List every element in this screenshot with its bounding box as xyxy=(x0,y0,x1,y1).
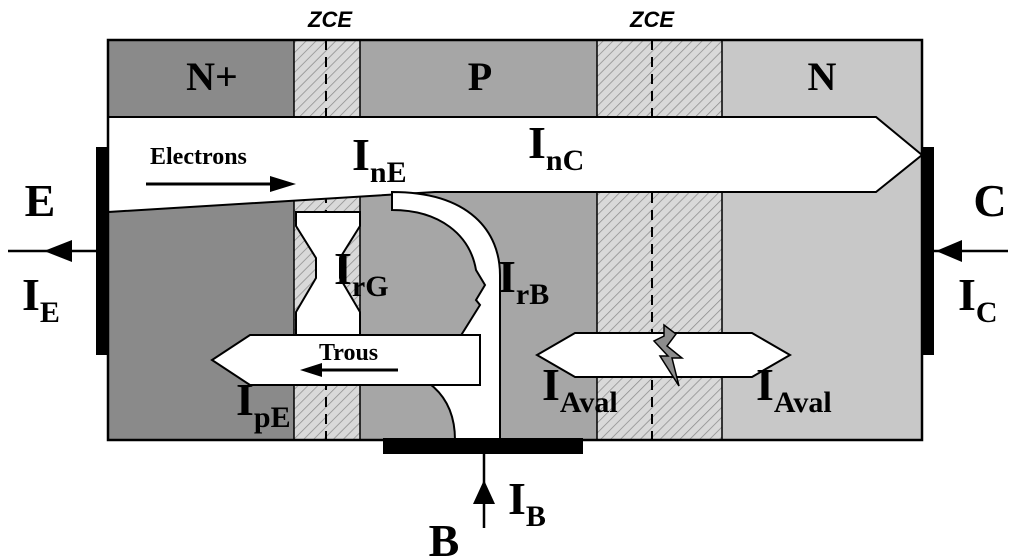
terminal-label-collector: C xyxy=(973,175,1006,226)
base-contact xyxy=(383,438,583,454)
zce-label-left: ZCE xyxy=(307,7,353,32)
collector-current-arrowhead xyxy=(936,240,962,262)
holes-arrowhead xyxy=(300,363,322,377)
current-label-ipe: IpE xyxy=(236,374,291,434)
collector-contact xyxy=(921,147,934,355)
current-label-iaval-right: IAval xyxy=(756,359,832,419)
current-label-ine: InE xyxy=(352,129,407,189)
region-label-p: P xyxy=(468,54,492,99)
electrons-arrowhead xyxy=(270,176,296,192)
region-label-n: N xyxy=(808,54,837,99)
current-label-iaval-left: IAval xyxy=(542,359,618,419)
current-label-ie: IE xyxy=(22,269,60,329)
current-label-irb: IrB xyxy=(498,251,549,311)
hole-flow-arrow xyxy=(210,334,481,386)
terminal-label-emitter: E xyxy=(25,175,56,226)
current-label-ic: IC xyxy=(958,269,998,329)
terminal-label-base: B xyxy=(429,515,460,560)
n-region xyxy=(722,40,922,440)
holes-label: Trous xyxy=(319,340,378,366)
zce-label-right: ZCE xyxy=(629,7,675,32)
emitter-current-arrowhead xyxy=(44,240,72,262)
avalanche-flow-arrow xyxy=(535,332,792,378)
base-current-arrowhead xyxy=(473,480,495,504)
emitter-contact xyxy=(96,147,109,355)
current-label-irg: IrG xyxy=(334,243,389,303)
current-label-ib: IB xyxy=(508,473,546,533)
electrons-label: Electrons xyxy=(150,144,247,170)
zce-base-collector xyxy=(597,40,722,440)
region-label-n-plus: N+ xyxy=(186,54,238,99)
lightning-icon xyxy=(652,323,685,387)
current-label-inc: InC xyxy=(528,117,584,177)
